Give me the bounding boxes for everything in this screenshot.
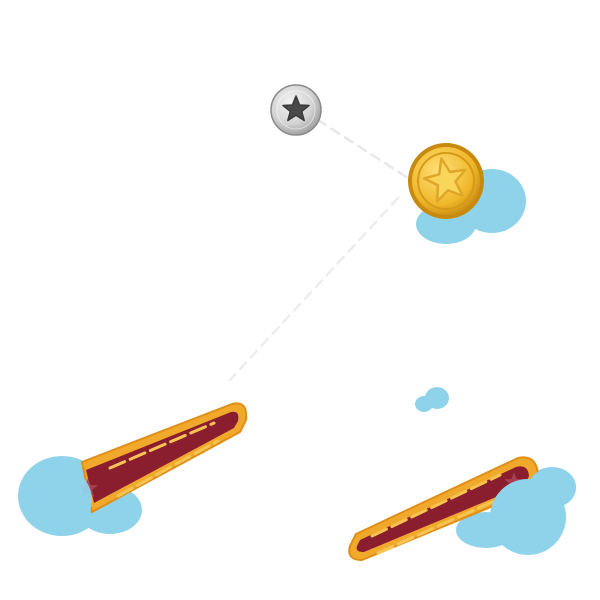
trajectory-guide [228, 118, 410, 382]
ball-star-icon [282, 95, 310, 122]
cloud-bumper-left-front [20, 466, 92, 534]
trajectory-segment-ball-to-coin [316, 118, 410, 180]
star-coin-icon[interactable] [408, 143, 484, 219]
trajectory-segment-coin-to-flipper [228, 196, 400, 382]
star-ball-icon[interactable] [270, 84, 322, 136]
flipper-right[interactable] [348, 456, 539, 561]
flipper-right-star-icon [504, 472, 524, 491]
coin-star-icon [422, 157, 467, 203]
cloud-bumper-right-front [490, 468, 576, 555]
cloud-bumper-small [415, 387, 449, 412]
flipper-left[interactable] [78, 402, 248, 513]
